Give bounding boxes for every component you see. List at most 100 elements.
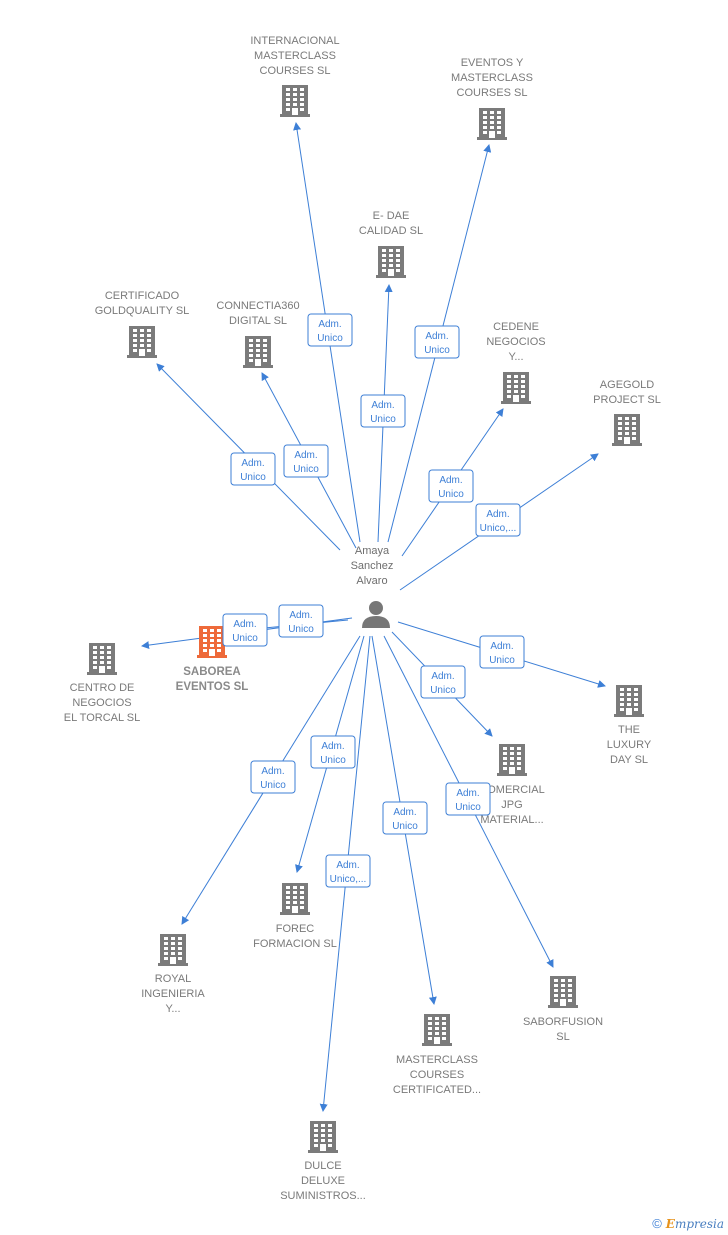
company-label: Y... <box>165 1003 180 1015</box>
role-badge-box <box>307 313 353 347</box>
role-badge-text: Adm. <box>318 319 341 330</box>
role-badge-text: Adm. <box>233 619 256 630</box>
building-icon[interactable] <box>158 934 188 966</box>
role-badge-box <box>310 735 356 769</box>
company-label: SL <box>556 1031 569 1043</box>
company-label: CEDENE <box>493 321 539 333</box>
company-label: SUMINISTROS... <box>280 1190 366 1202</box>
company-node-comercial[interactable]: COMERCIALJPGMATERIAL... <box>479 744 545 826</box>
building-icon[interactable] <box>548 976 578 1008</box>
brand-logo-initial: E <box>665 1217 675 1231</box>
company-label: Y... <box>508 351 523 363</box>
building-icon[interactable] <box>612 414 642 446</box>
role-badge-comercial[interactable]: Adm.Unico <box>420 665 466 699</box>
company-node-dulce[interactable]: DULCEDELUXESUMINISTROS... <box>280 1121 366 1202</box>
company-node-saborfusion[interactable]: SABORFUSION SL <box>523 976 603 1043</box>
company-label: EVENTOS Y <box>461 57 524 69</box>
role-badge-saborea[interactable]: Adm.Unico <box>222 613 268 647</box>
role-badge-box <box>325 854 371 888</box>
role-badge-internacional[interactable]: Adm. Unico <box>307 313 353 347</box>
role-badge-box <box>428 469 474 503</box>
company-node-cedene[interactable]: CEDENE NEGOCIOS Y... <box>486 321 546 404</box>
role-badge-box <box>445 782 491 816</box>
building-icon[interactable] <box>197 626 227 658</box>
company-label: AGEGOLD <box>600 379 654 391</box>
company-label: COURSES SL <box>260 65 331 77</box>
role-badge-eventos[interactable]: Adm.Unico <box>414 325 460 359</box>
building-icon[interactable] <box>422 1014 452 1046</box>
role-badge-text: Unico <box>317 333 343 344</box>
role-badge-text: Unico <box>370 414 396 425</box>
role-badge-text: Adm. <box>456 788 479 799</box>
company-label: MASTERCLASS <box>396 1054 478 1066</box>
role-badge-text: Unico,... <box>480 523 517 534</box>
building-icon[interactable] <box>280 85 310 117</box>
role-badge-box <box>382 801 428 835</box>
company-label: GOLDQUALITY SL <box>95 305 190 317</box>
building-icon[interactable] <box>308 1121 338 1153</box>
role-badge-box <box>414 325 460 359</box>
role-badge-text: Unico <box>489 655 515 666</box>
role-badge-text: Adm. <box>425 331 448 342</box>
company-label: CERTIFICADO <box>105 290 180 302</box>
company-label: CONNECTIA360 <box>216 300 299 312</box>
role-badge-text: Unico <box>320 755 346 766</box>
building-icon[interactable] <box>376 246 406 278</box>
role-badge-text: Unico <box>430 685 456 696</box>
building-icon[interactable] <box>87 643 117 675</box>
role-badge-text: Adm. <box>294 450 317 461</box>
company-label: LUXURY <box>607 739 652 751</box>
role-badge-text: Unico <box>240 472 266 483</box>
footer-brand: ©Empresia <box>652 1216 724 1231</box>
company-label: E- DAE <box>373 210 410 222</box>
company-label: SABORFUSION <box>523 1016 603 1028</box>
role-badge-box <box>360 394 406 428</box>
role-badge-agegold[interactable]: Adm.Unico,... <box>475 503 521 537</box>
role-badge-box <box>250 760 296 794</box>
role-badge-cedene[interactable]: Adm.Unico <box>428 469 474 503</box>
role-badge-masterclass_cert[interactable]: Adm.Unico <box>382 801 428 835</box>
building-icon[interactable] <box>614 685 644 717</box>
company-node-royal[interactable]: ROYALINGENIERIAY... <box>141 934 205 1015</box>
company-node-agegold[interactable]: AGEGOLD PROJECT SL <box>593 379 661 446</box>
role-badge-royal[interactable]: Adm.Unico <box>250 760 296 794</box>
role-badge-edae[interactable]: Adm.Unico <box>360 394 406 428</box>
company-node-certificado[interactable]: CERTIFICADO GOLDQUALITY SL <box>95 290 190 358</box>
building-icon[interactable] <box>127 326 157 358</box>
role-badge-text: Unico <box>455 802 481 813</box>
building-icon[interactable] <box>243 336 273 368</box>
role-badge-certificado[interactable]: Adm.Unico <box>230 452 276 486</box>
role-badge-dulce[interactable]: Adm.Unico,... <box>325 854 371 888</box>
company-label: ROYAL <box>155 973 191 985</box>
building-icon[interactable] <box>501 372 531 404</box>
role-badge-text: Unico <box>438 489 464 500</box>
person-name: Alvaro <box>356 575 387 587</box>
company-label: NEGOCIOS <box>486 336 545 348</box>
role-badge-saborfusion[interactable]: Adm. Unico <box>445 782 491 816</box>
person-name: Sanchez <box>351 560 394 572</box>
person-icon <box>362 601 390 628</box>
company-label: PROJECT SL <box>593 394 661 406</box>
company-label: DIGITAL SL <box>229 315 287 327</box>
building-icon[interactable] <box>497 744 527 776</box>
company-node-masterclass_cert[interactable]: MASTERCLASSCOURSESCERTIFICATED... <box>393 1014 481 1096</box>
building-icon[interactable] <box>280 883 310 915</box>
brand-logo[interactable]: Empresia <box>666 1217 724 1231</box>
company-label: INTERNACIONAL <box>250 35 339 47</box>
role-badge-forec[interactable]: Adm.Unico <box>310 735 356 769</box>
building-icon[interactable] <box>477 108 507 140</box>
company-label: FOREC <box>276 923 315 935</box>
role-badge-connectia[interactable]: Adm.Unico <box>283 444 329 478</box>
role-badge-luxury[interactable]: Adm.Unico <box>479 635 525 669</box>
role-badge-centro[interactable]: Adm.Unico <box>278 604 324 638</box>
